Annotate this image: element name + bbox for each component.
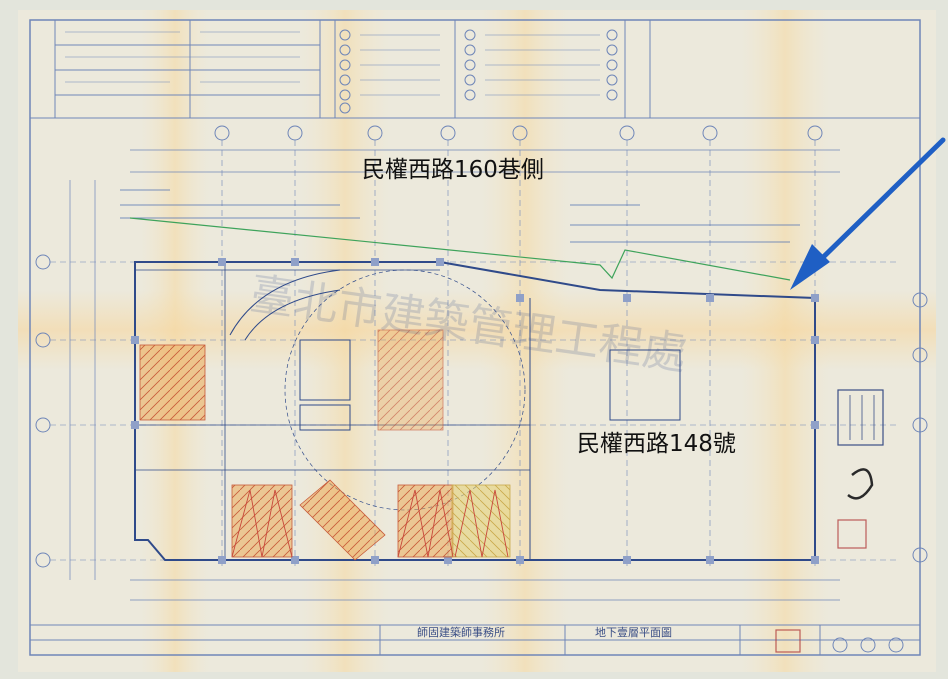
- bottom-title-block: [30, 624, 920, 655]
- dimension-lines: [69, 149, 840, 601]
- red-seal-icon: [775, 519, 867, 653]
- parking-bays: [139, 329, 511, 561]
- note-block-right: [570, 204, 800, 243]
- street-label: 民權西路160巷側: [362, 157, 544, 183]
- top-info-strip: [30, 20, 920, 119]
- structural-columns: [131, 258, 819, 564]
- grid-axis-top: [214, 125, 823, 570]
- sheet-border: [29, 19, 921, 656]
- approval-stamp-icon: [837, 389, 884, 500]
- arrow-pointer-icon: [790, 137, 946, 290]
- note-block-left: [120, 189, 360, 219]
- building-address-label: 民權西路148號: [577, 431, 736, 457]
- property-line: [129, 217, 791, 281]
- drawing-title: 地下壹層平面圖: [595, 626, 672, 639]
- office-name: 師固建築師事務所: [417, 625, 505, 639]
